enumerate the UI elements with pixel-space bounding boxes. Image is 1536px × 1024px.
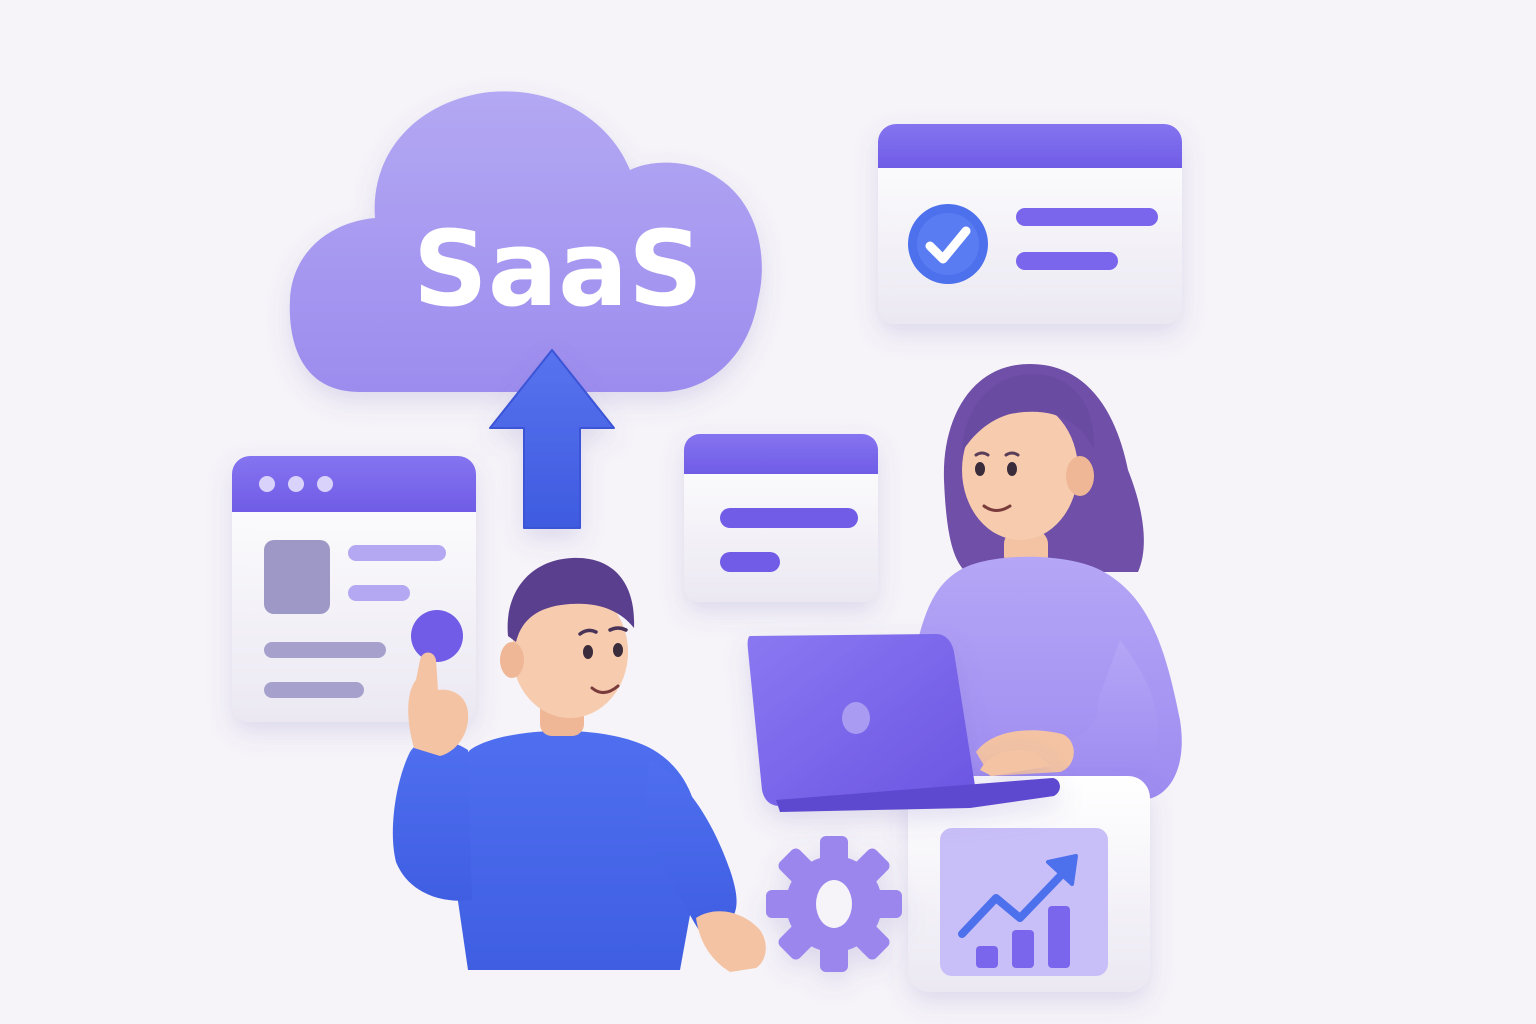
- window-dot: [259, 476, 275, 492]
- app-window-card: [232, 456, 476, 722]
- cloud-icon: SaaS: [289, 91, 762, 392]
- text-line: [720, 552, 780, 572]
- text-line: [264, 682, 364, 698]
- upload-arrow-icon: [489, 349, 615, 529]
- text-line: [348, 545, 446, 561]
- window-dot: [317, 476, 333, 492]
- window-dot: [288, 476, 304, 492]
- cloud-saas-label: SaaS: [413, 208, 703, 330]
- gear-icon: [766, 836, 902, 972]
- text-window-card: [684, 434, 878, 602]
- button-dot: [411, 610, 463, 662]
- woman-figure: [918, 364, 1182, 810]
- chart-stand: [908, 776, 1150, 992]
- image-placeholder: [264, 540, 330, 614]
- text-line: [720, 508, 858, 528]
- growth-chart-icon: [958, 854, 1078, 968]
- text-line: [1016, 208, 1158, 226]
- checkmark-icon: [908, 204, 988, 284]
- text-line: [1016, 252, 1118, 270]
- text-line: [348, 585, 410, 601]
- laptop-icon: [747, 634, 1060, 812]
- text-line: [264, 642, 386, 658]
- check-window-card: [878, 124, 1182, 324]
- man-figure: [392, 557, 766, 972]
